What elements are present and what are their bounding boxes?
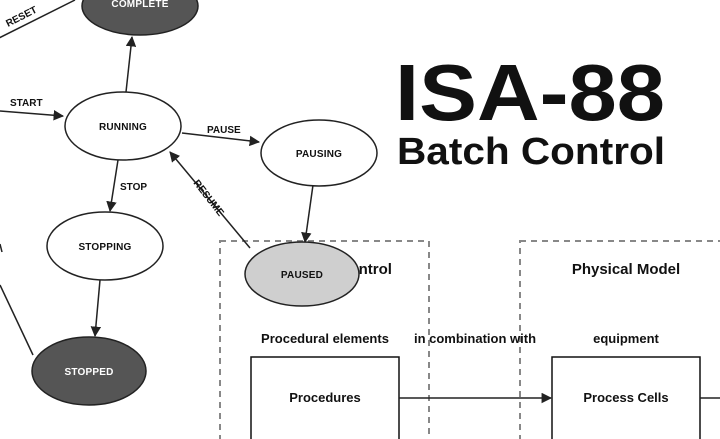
stop-label: STOP bbox=[120, 182, 147, 193]
title-main: ISA-88 bbox=[395, 48, 665, 137]
state-stopped: STOPPED bbox=[31, 336, 147, 406]
process-cells-label: Process Cells bbox=[583, 390, 668, 405]
in-combination-label: in combination with bbox=[414, 331, 536, 346]
state-paused: PAUSED bbox=[244, 241, 360, 307]
resume-arrow bbox=[169, 151, 251, 249]
left-edge-tick bbox=[0, 243, 3, 253]
physical-panel-border bbox=[519, 240, 720, 439]
start-label: START bbox=[10, 98, 43, 109]
stopping-to-stopped-arrow bbox=[90, 279, 102, 338]
state-stopping-label: STOPPING bbox=[78, 242, 131, 253]
pause-arrow bbox=[181, 132, 261, 147]
state-pausing-label: PAUSING bbox=[296, 149, 342, 160]
procedural-elements-label: Procedural elements bbox=[261, 331, 389, 346]
state-pausing: PAUSING bbox=[260, 119, 378, 187]
left-edge-to-stopped-line bbox=[0, 284, 34, 356]
pause-label: PAUSE bbox=[207, 125, 241, 136]
physical-model-panel: Physical Model equipment Process Cells bbox=[519, 240, 720, 439]
running-to-complete-arrow bbox=[125, 35, 137, 93]
state-running-label: RUNNING bbox=[99, 122, 147, 133]
state-paused-label: PAUSED bbox=[281, 270, 323, 281]
stop-arrow bbox=[106, 159, 119, 213]
start-arrow bbox=[0, 110, 65, 121]
state-complete-label: COMPLETE bbox=[111, 0, 168, 10]
state-stopping: STOPPING bbox=[46, 211, 164, 281]
resume-label: RESUME bbox=[191, 178, 226, 219]
process-cells-box bbox=[551, 356, 701, 439]
title-sub: Batch Control bbox=[397, 131, 665, 173]
equipment-label: equipment bbox=[593, 331, 659, 346]
reset-arrow bbox=[0, 0, 76, 39]
physical-panel-title: Physical Model bbox=[572, 261, 680, 278]
pausing-to-paused-arrow bbox=[301, 184, 314, 244]
procedures-box bbox=[250, 356, 400, 439]
procedural-panel-border bbox=[219, 240, 430, 439]
state-running: RUNNING bbox=[64, 91, 182, 161]
procedures-label: Procedures bbox=[289, 390, 361, 405]
state-stopped-label: STOPPED bbox=[64, 367, 113, 378]
state-complete: COMPLETE bbox=[81, 0, 199, 36]
